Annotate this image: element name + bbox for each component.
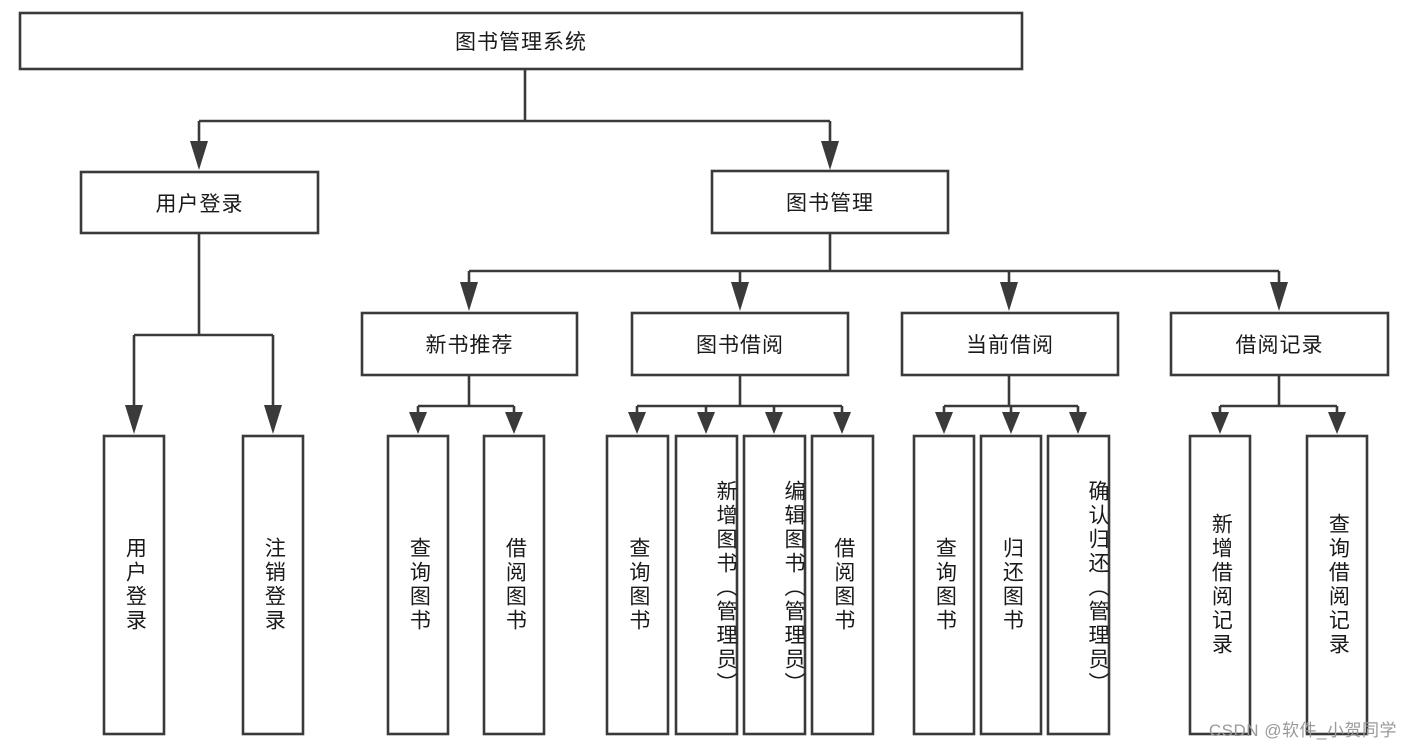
node-box-book-management[interactable]	[710, 169, 950, 235]
arrow-head-current-borrow	[1000, 282, 1018, 311]
arrow-head-leaf-new-book-1	[505, 412, 523, 434]
node-box-leaf-borrow-records-1[interactable]	[1305, 434, 1369, 736]
arrow-head-leaf-book-borrow-2	[765, 412, 783, 434]
arrow-head-leaf-current-borrow-0	[935, 412, 953, 434]
node-box-leaf-borrow-records-0[interactable]	[1188, 434, 1252, 736]
arrow-head-leaf-borrow-records-0	[1211, 412, 1229, 434]
node-box-leaf-book-borrow-2[interactable]	[742, 434, 807, 736]
arrow-head-leaf-user-login-1	[264, 405, 282, 434]
watermark-text: CSDN @软件_小贺同学	[1208, 721, 1397, 740]
node-box-leaf-user-login-0[interactable]	[102, 434, 166, 736]
arrow-head-leaf-book-borrow-1	[697, 412, 715, 434]
arrow-head-leaf-new-book-0	[409, 412, 427, 434]
node-box-leaf-user-login-1[interactable]	[241, 434, 305, 736]
node-box-leaf-new-book-1[interactable]	[482, 434, 546, 736]
arrow-head-leaf-user-login-0	[125, 405, 143, 434]
arrow-head-book-borrow	[731, 282, 749, 311]
arrow-head-borrow-records	[1270, 282, 1288, 311]
arrow-head-user-login	[190, 141, 208, 170]
node-box-leaf-book-borrow-0[interactable]	[605, 434, 670, 736]
node-box-current-borrow[interactable]	[900, 311, 1120, 377]
node-box-leaf-book-borrow-1[interactable]	[674, 434, 739, 736]
node-box-new-book-recommend[interactable]	[360, 311, 579, 377]
node-box-user-login[interactable]	[79, 170, 320, 235]
arrow-head-leaf-borrow-records-1	[1328, 412, 1346, 434]
node-box-leaf-current-borrow-0[interactable]	[912, 434, 976, 736]
arrow-head-book-management	[821, 141, 839, 170]
node-box-leaf-current-borrow-1[interactable]	[979, 434, 1043, 736]
node-box-leaf-current-borrow-2[interactable]	[1046, 434, 1111, 736]
node-box-leaf-book-borrow-3[interactable]	[810, 434, 875, 736]
node-box-leaf-new-book-0[interactable]	[386, 434, 450, 736]
arrow-head-new-book-recommend	[460, 282, 478, 311]
arrow-head-leaf-book-borrow-3	[833, 412, 851, 434]
node-box-book-borrow[interactable]	[630, 311, 850, 377]
arrow-head-leaf-current-borrow-1	[1002, 412, 1020, 434]
arrow-head-leaf-book-borrow-0	[628, 412, 646, 434]
arrow-head-leaf-current-borrow-2	[1069, 412, 1087, 434]
node-box-root[interactable]	[18, 11, 1024, 71]
node-box-borrow-records[interactable]	[1169, 311, 1390, 377]
